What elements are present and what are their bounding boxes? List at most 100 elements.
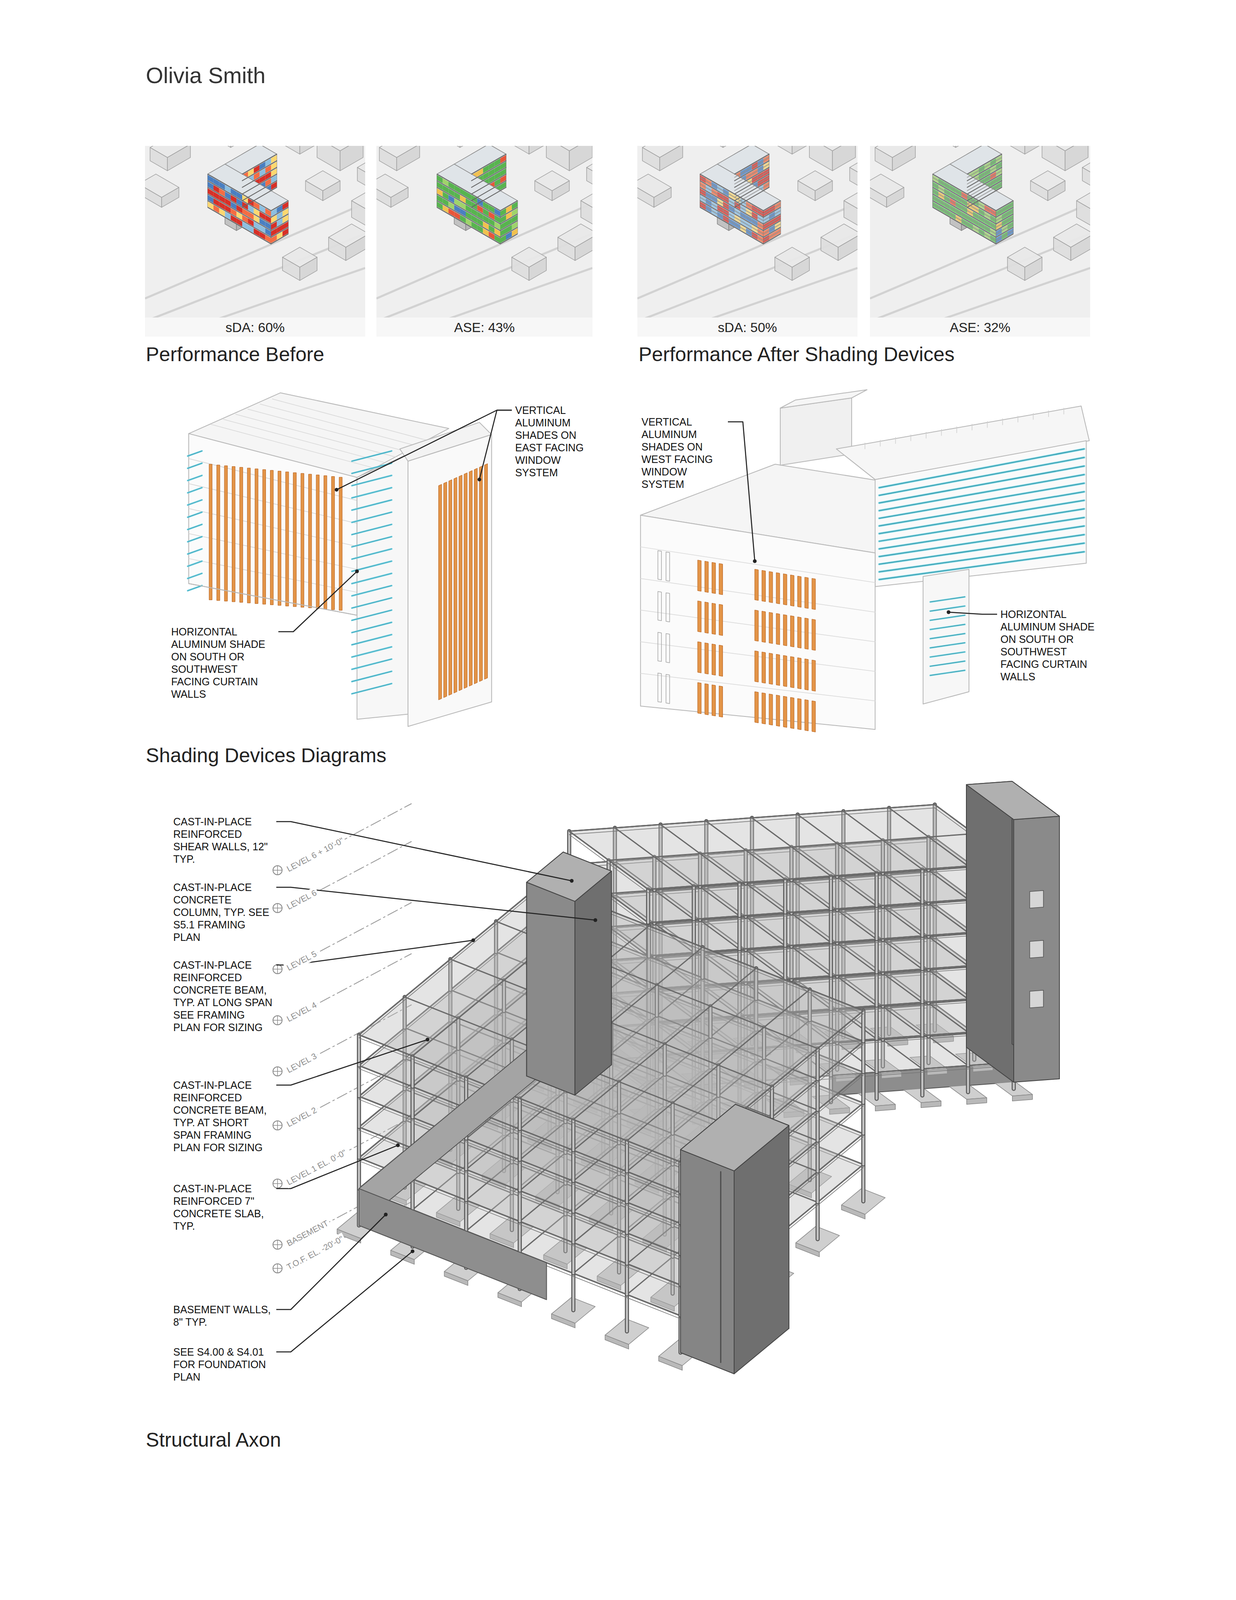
vertical-shade — [719, 604, 723, 636]
column — [816, 1140, 819, 1172]
panel-ground — [637, 145, 858, 337]
level-marker — [277, 1178, 278, 1188]
column — [920, 1068, 925, 1096]
horizontal-fin — [187, 487, 202, 493]
horizontal-fin — [351, 597, 392, 609]
column — [921, 1002, 924, 1036]
horizontal-fin — [351, 573, 392, 584]
context-building — [774, 247, 810, 268]
horizontal-shade — [879, 517, 1084, 549]
column — [464, 1199, 469, 1231]
horizontal-fin — [187, 450, 202, 456]
horizontal-fin — [351, 511, 392, 523]
slab-edge — [932, 174, 1014, 211]
vertical-shade — [790, 574, 795, 606]
horizontal-fin — [351, 499, 392, 511]
vertical-shade — [255, 468, 259, 604]
column — [624, 1171, 630, 1202]
level-marker — [272, 1066, 283, 1076]
slab-edge — [207, 180, 289, 218]
roof-line — [272, 398, 433, 442]
horizontal-fin — [930, 596, 965, 602]
column — [737, 915, 742, 949]
horizontal-fin — [351, 585, 392, 596]
vertical-shade — [776, 653, 780, 686]
column — [465, 1138, 468, 1170]
facade-outline — [923, 569, 970, 704]
horizontal-fin — [351, 487, 392, 498]
context-building — [282, 247, 317, 268]
context-building — [1024, 145, 1043, 155]
vertical-shade — [769, 653, 773, 685]
horizontal-shade — [879, 551, 1084, 580]
site-line — [869, 233, 1091, 322]
context-building — [379, 145, 420, 158]
horizontal-fin — [351, 683, 392, 694]
slab-edge — [437, 207, 518, 244]
shade-line — [700, 177, 781, 214]
horizontal-shade — [879, 525, 1084, 557]
column — [571, 1242, 576, 1273]
context-building — [357, 157, 366, 185]
window-outline — [658, 673, 662, 703]
window-outline — [658, 591, 662, 621]
column — [921, 902, 924, 936]
site-line — [376, 267, 593, 337]
column — [572, 1242, 575, 1273]
footing — [966, 1097, 987, 1105]
roof-line — [864, 442, 866, 449]
horizontal-fin — [930, 661, 965, 666]
context-building — [1082, 157, 1091, 185]
vertical-shade — [712, 562, 716, 594]
column — [874, 872, 879, 906]
shade-line — [932, 190, 1014, 228]
column — [465, 1199, 468, 1231]
horizontal-shade — [879, 448, 1084, 488]
slab-edge — [932, 200, 1014, 238]
column — [815, 1201, 820, 1239]
vertical-shade — [790, 697, 795, 729]
column — [875, 905, 878, 939]
context-building — [351, 187, 366, 214]
vertical-shade — [247, 467, 251, 603]
horizontal-fin — [187, 463, 202, 469]
column — [967, 1065, 970, 1092]
horizontal-fin — [930, 670, 965, 676]
horizontal-fin — [930, 633, 965, 639]
context-building — [437, 145, 460, 148]
vertical-shade — [797, 575, 802, 607]
horizontal-fin — [351, 450, 392, 462]
vertical-shade — [704, 642, 709, 674]
core-opening — [1029, 990, 1044, 1008]
horizontal-fin — [351, 658, 392, 670]
context-building — [932, 145, 956, 148]
vertical-shade — [469, 470, 472, 686]
slab-edge — [207, 194, 289, 231]
vertical-shade — [331, 476, 335, 610]
column — [920, 968, 925, 1003]
rendering-panel — [144, 145, 366, 337]
column — [921, 869, 924, 903]
horizontal-fin — [351, 487, 392, 498]
context-building — [546, 145, 570, 171]
horizontal-fin — [187, 511, 202, 517]
vertical-shade — [339, 476, 342, 610]
horizontal-shade — [879, 500, 1084, 534]
slab-edge — [207, 200, 289, 238]
column — [875, 1038, 878, 1072]
context-building — [500, 145, 529, 155]
level-marker — [272, 1015, 283, 1025]
column — [517, 1128, 522, 1160]
horizontal-fin — [351, 585, 392, 596]
horizontal-fin — [351, 622, 392, 633]
horizontal-shade — [879, 491, 1084, 526]
facade-outline — [188, 433, 357, 615]
slab-edge — [932, 187, 1014, 224]
column — [358, 1095, 361, 1127]
level-marker — [277, 1120, 278, 1130]
column — [517, 1159, 522, 1191]
horizontal-fin — [930, 614, 965, 620]
roof-line — [235, 414, 396, 458]
context-building — [1007, 247, 1042, 268]
column — [921, 935, 924, 969]
